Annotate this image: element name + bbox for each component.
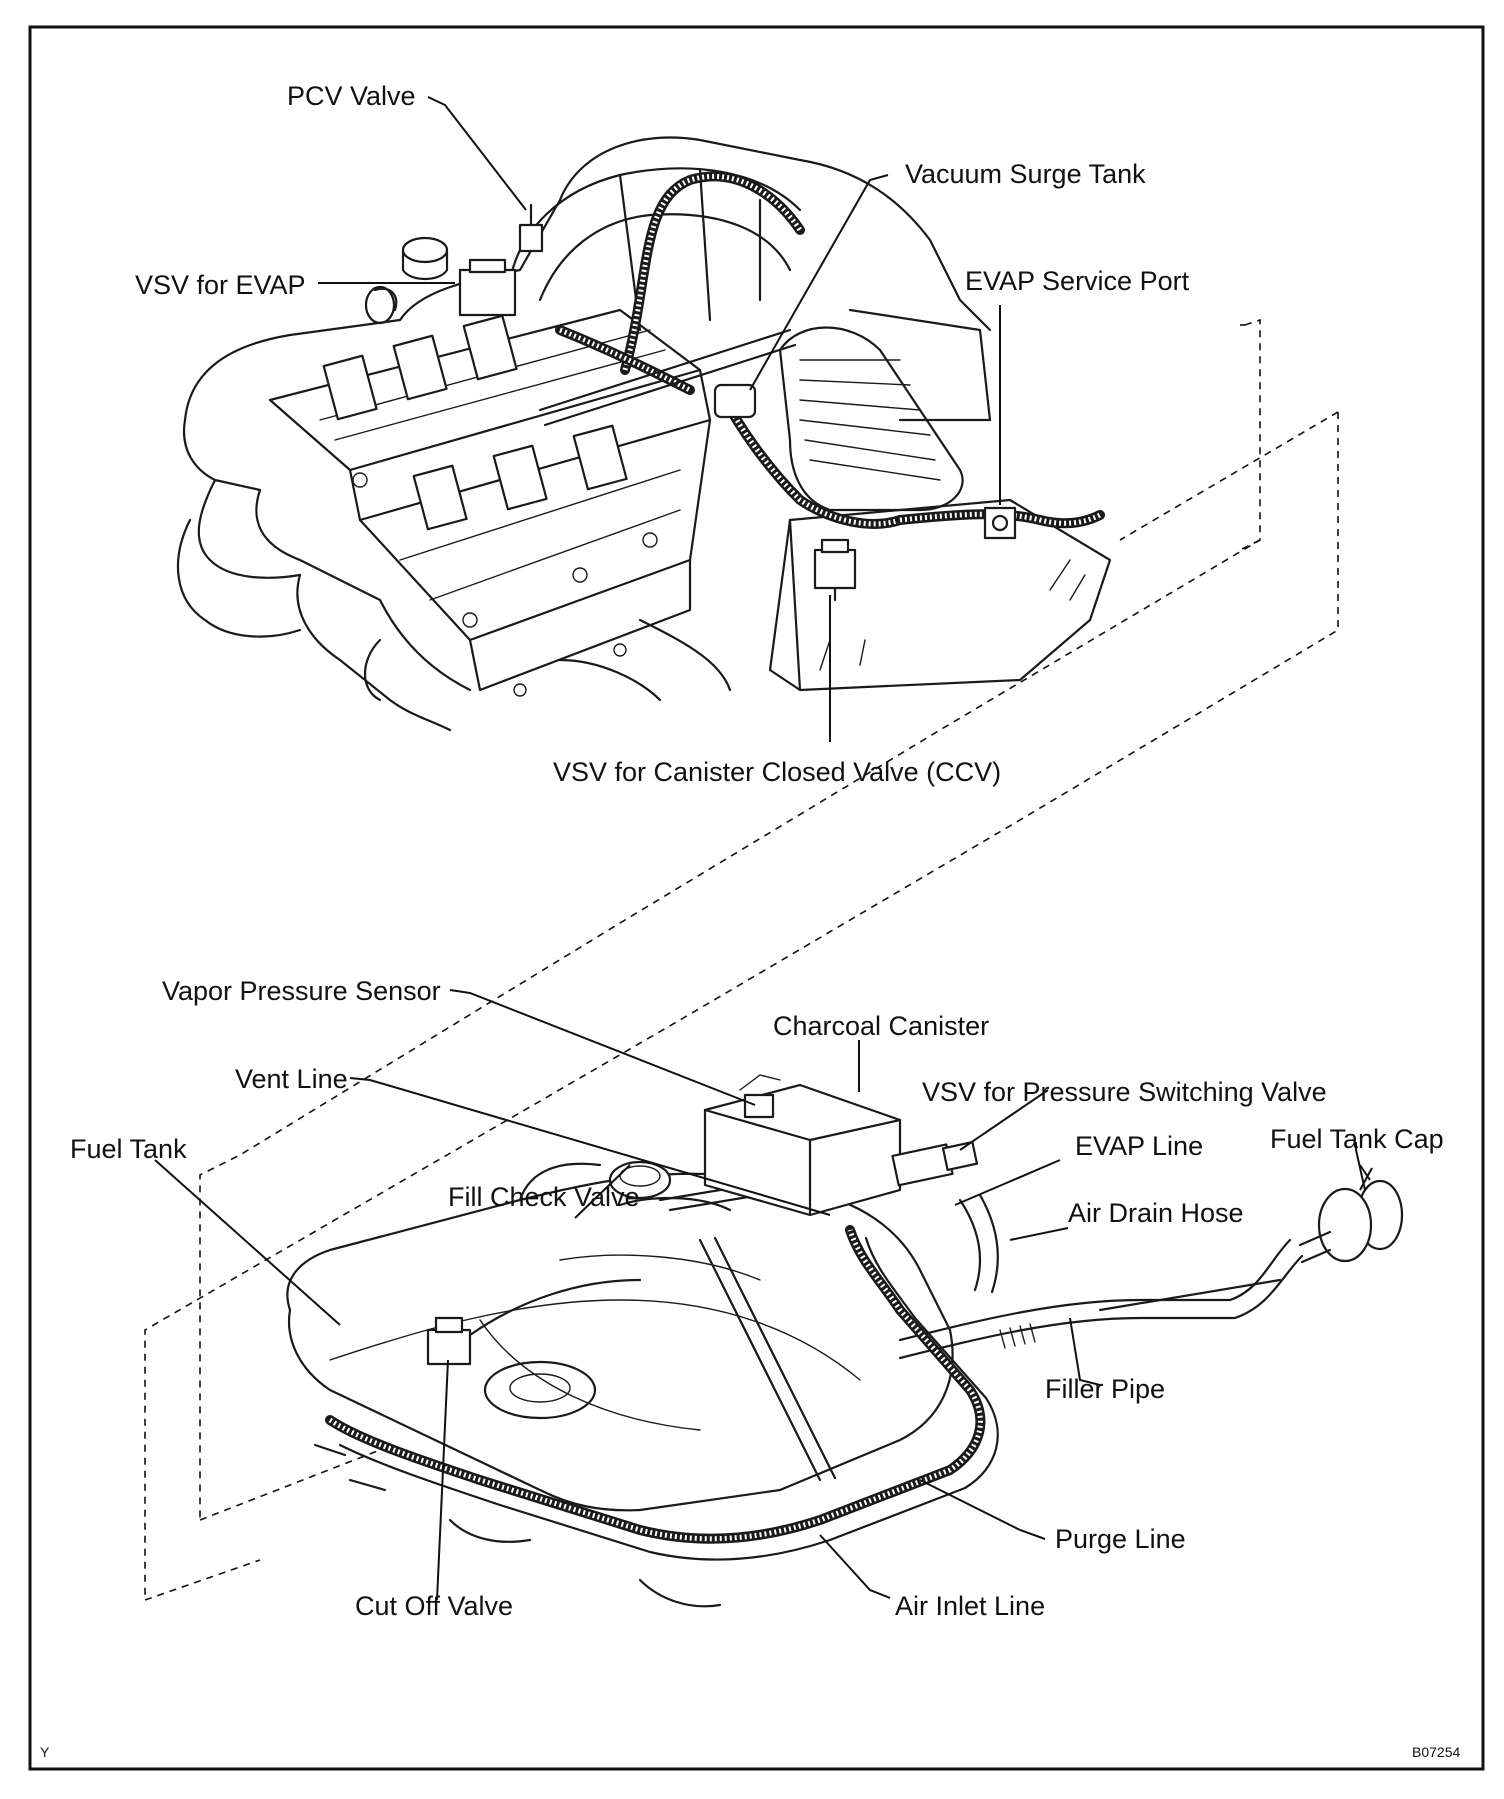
labels: PCV Valve Vacuum Surge Tank VSV for EVAP… (40, 81, 1460, 1760)
label-purge-line: Purge Line (1055, 1524, 1186, 1554)
label-air-inlet-line: Air Inlet Line (895, 1591, 1045, 1621)
pcv-valve-part (518, 203, 544, 253)
label-evap-service-port: EVAP Service Port (965, 266, 1190, 296)
label-evap-line: EVAP Line (1075, 1131, 1203, 1161)
label-pcv-valve: PCV Valve (287, 81, 416, 111)
corner-code-left: Y (40, 1744, 50, 1760)
vsv-evap-part (458, 258, 517, 317)
vapor-pressure-sensor-part (743, 1093, 775, 1119)
label-vsv-ccv: VSV for Canister Closed Valve (CCV) (553, 757, 1001, 787)
fuel-tank-cap-part (1298, 1179, 1404, 1264)
vsv-pressure-switching-part (891, 1141, 979, 1187)
label-fuel-tank-cap: Fuel Tank Cap (1270, 1124, 1444, 1154)
label-air-drain-hose: Air Drain Hose (1068, 1198, 1244, 1228)
figure-code: B07254 (1412, 1744, 1460, 1760)
fuel-tank-illustration (286, 1074, 1404, 1608)
label-vsv-pressure-switching-valve: VSV for Pressure Switching Valve (922, 1077, 1327, 1107)
label-vsv-for-evap: VSV for EVAP (135, 270, 306, 300)
filler-pipe-part (898, 1238, 1304, 1360)
label-charcoal-canister: Charcoal Canister (773, 1011, 989, 1041)
label-vacuum-surge-tank: Vacuum Surge Tank (905, 159, 1146, 189)
label-fuel-tank: Fuel Tank (70, 1134, 187, 1164)
label-filler-pipe: Filler Pipe (1045, 1374, 1165, 1404)
vacuum-surge-tank-part (713, 383, 757, 419)
label-vapor-pressure-sensor: Vapor Pressure Sensor (162, 976, 441, 1006)
cut-off-valve-part (426, 1316, 472, 1366)
label-fill-check-valve: Fill Check Valve (448, 1182, 640, 1212)
label-cut-off-valve: Cut Off Valve (355, 1591, 513, 1621)
label-vent-line: Vent Line (235, 1064, 348, 1094)
vsv-ccv-part (813, 538, 857, 602)
figure-frame (28, 25, 1485, 1771)
dashed-guide-lines (144, 318, 1339, 1601)
engine-illustration (176, 136, 1112, 732)
evap-service-port-part (983, 506, 1017, 540)
spark-plug-caps (322, 314, 628, 531)
leader-lines (154, 96, 1373, 1601)
